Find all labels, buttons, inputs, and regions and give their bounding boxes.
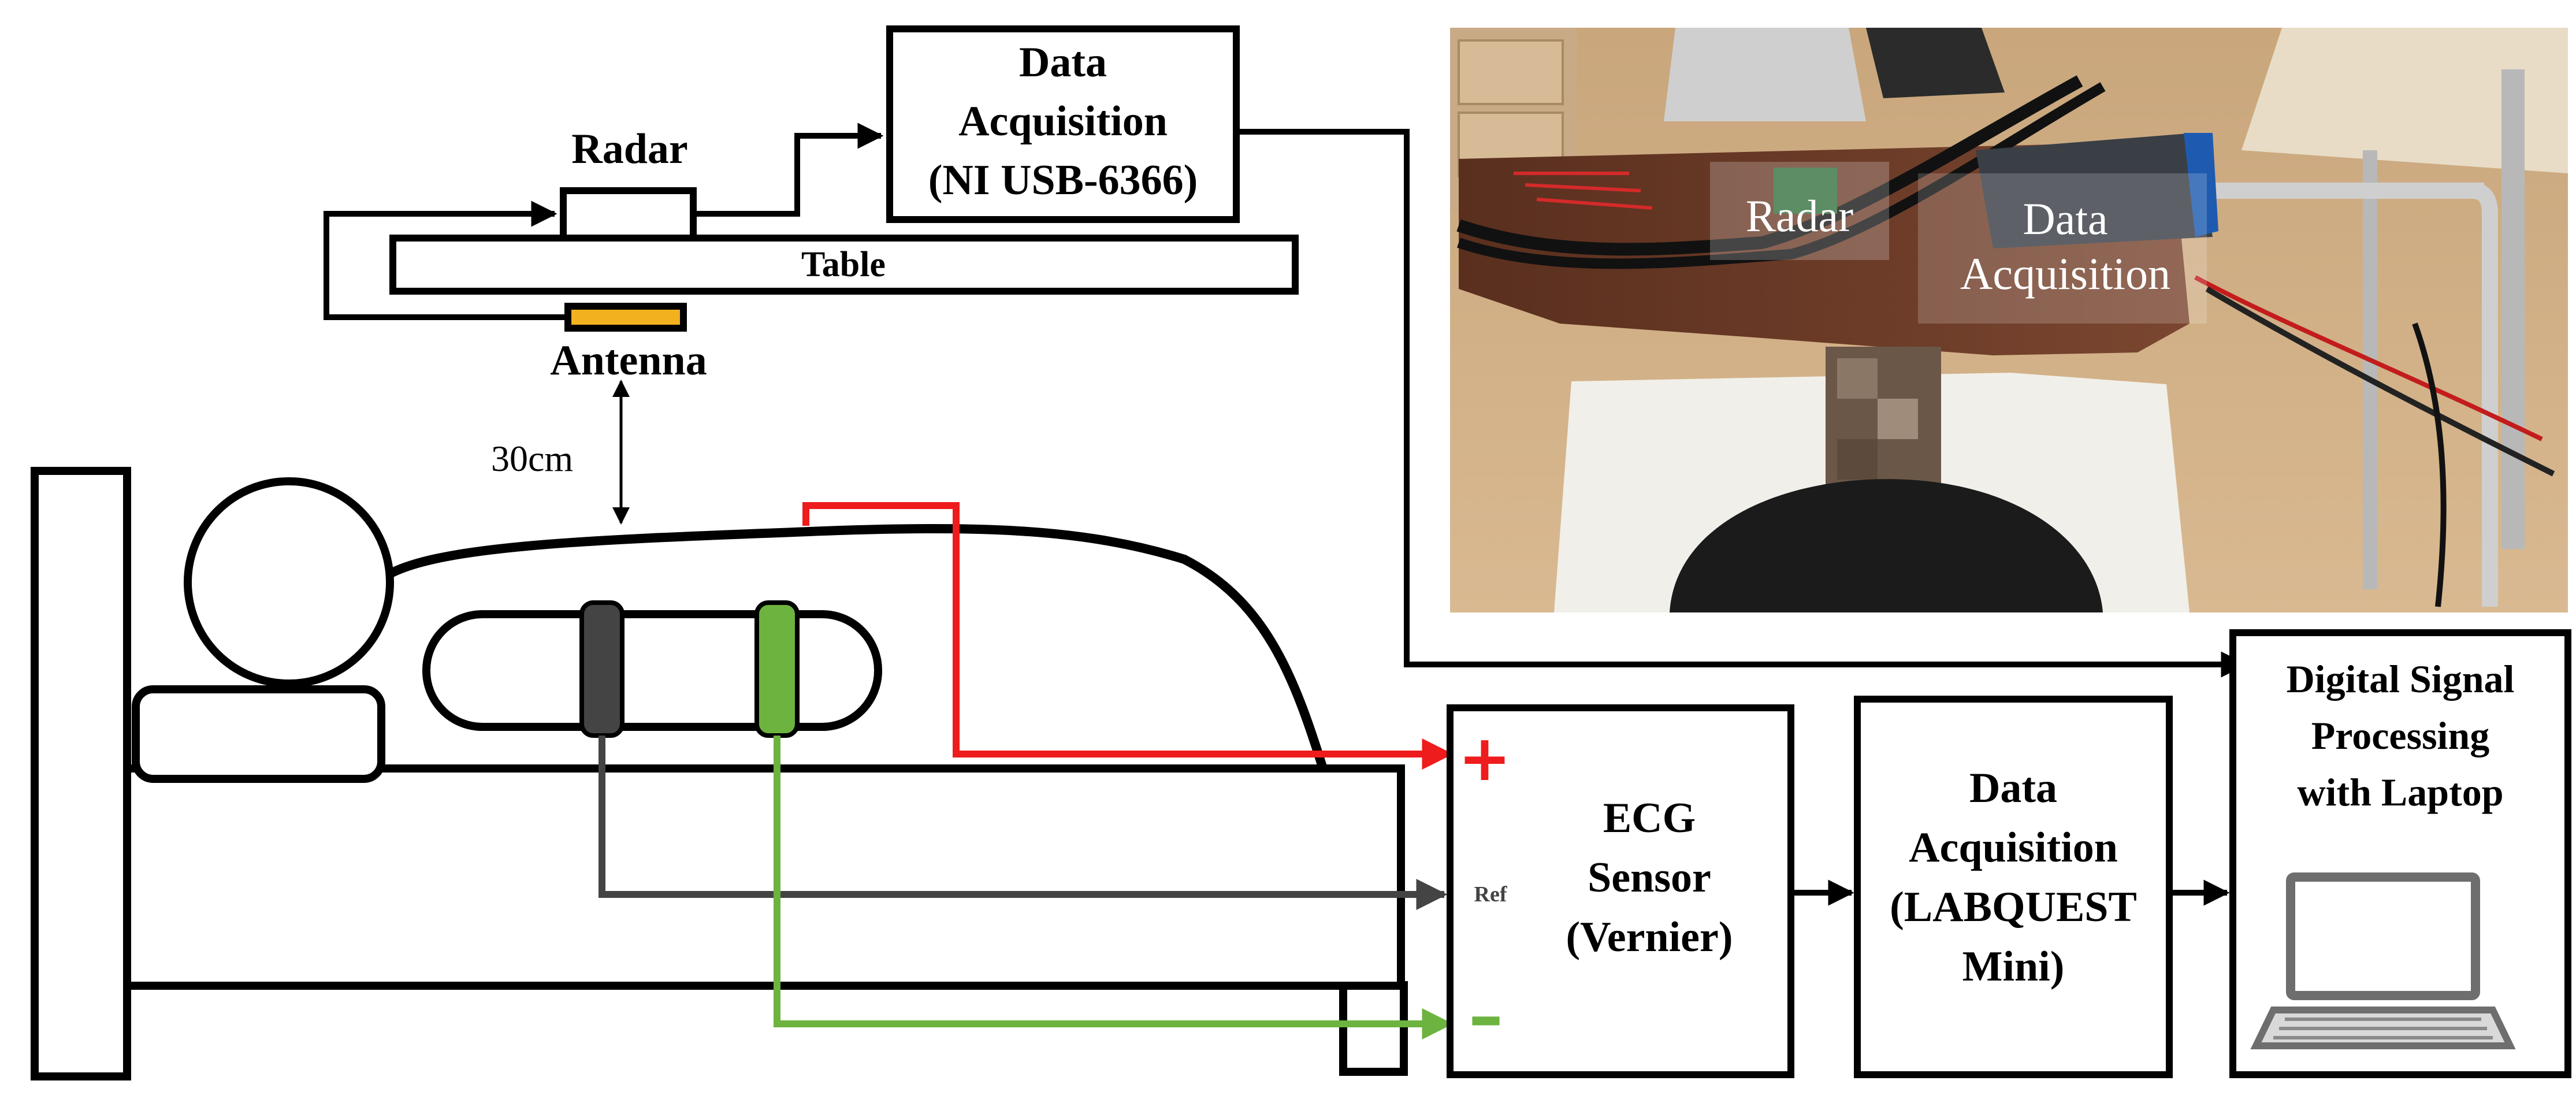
- blanket-body: [378, 523, 1328, 770]
- photo-daq-label-1: Data: [2023, 194, 2107, 244]
- daq-top-label-1: Data: [1019, 39, 1107, 86]
- dsp-label-1: Digital Signal: [2287, 657, 2515, 701]
- radar-box: [560, 187, 697, 242]
- ecg-sensor-box: [1447, 704, 1794, 1078]
- patient-head: [184, 477, 394, 688]
- table-label: Table: [801, 245, 886, 284]
- negative-lead: [774, 736, 1454, 1039]
- daq-bottom-label-4: Mini): [1962, 943, 2065, 990]
- antenna-radar-connector: [324, 200, 568, 320]
- ecg-label-1: ECG: [1603, 794, 1696, 842]
- photo-daq-label-2: Acquisition: [1960, 248, 2170, 299]
- daq-bottom-box: [1854, 696, 2173, 1078]
- electrode-neg: [754, 600, 800, 738]
- ecg-label-3: (Vernier): [1566, 914, 1733, 961]
- daq-top-box: [886, 25, 1240, 223]
- radar-to-daq-arrow: [693, 122, 884, 217]
- dsp-label-3: with Laptop: [2297, 770, 2503, 814]
- laptop-icon: [2250, 872, 2516, 1049]
- daq-bottom-label-2: Acquisition: [1909, 824, 2118, 871]
- experimental-setup-photo: [1450, 28, 2568, 612]
- bed-mattress: [123, 764, 1405, 990]
- pillow: [132, 685, 385, 783]
- daq-top-label-2: Acquisition: [958, 98, 1168, 145]
- bed-footboard-post: [1339, 981, 1408, 1076]
- bed-headboard: [31, 467, 131, 1080]
- antenna-box: [564, 303, 687, 332]
- table-box: [389, 235, 1299, 295]
- dsp-box: [2229, 629, 2571, 1078]
- distance-label: 30cm: [491, 438, 573, 479]
- patient-arm: [422, 610, 882, 731]
- ecg-ref-label: Ref: [1474, 882, 1508, 907]
- photo-radar-label: Radar: [1746, 191, 1853, 241]
- positive-lead: [802, 502, 1454, 770]
- daq-bottom-label-1: Data: [1969, 764, 2057, 812]
- ecg-plus-label: +: [1458, 721, 1511, 795]
- electrode-ref: [579, 600, 625, 738]
- daq-top-label-3: (NI USB-6366): [928, 157, 1198, 204]
- daq-bottom-label-3: (LABQUEST: [1890, 883, 2137, 931]
- dsp-label-2: Processing: [2311, 714, 2490, 757]
- ecg-label-2: Sensor: [1588, 854, 1711, 901]
- radar-label: Radar: [571, 125, 687, 173]
- reference-lead: [599, 736, 1448, 910]
- ecg-minus-label: –: [1469, 976, 1503, 1057]
- antenna-label: Antenna: [550, 337, 707, 384]
- daq-to-dsp-arrow: [1236, 129, 2247, 678]
